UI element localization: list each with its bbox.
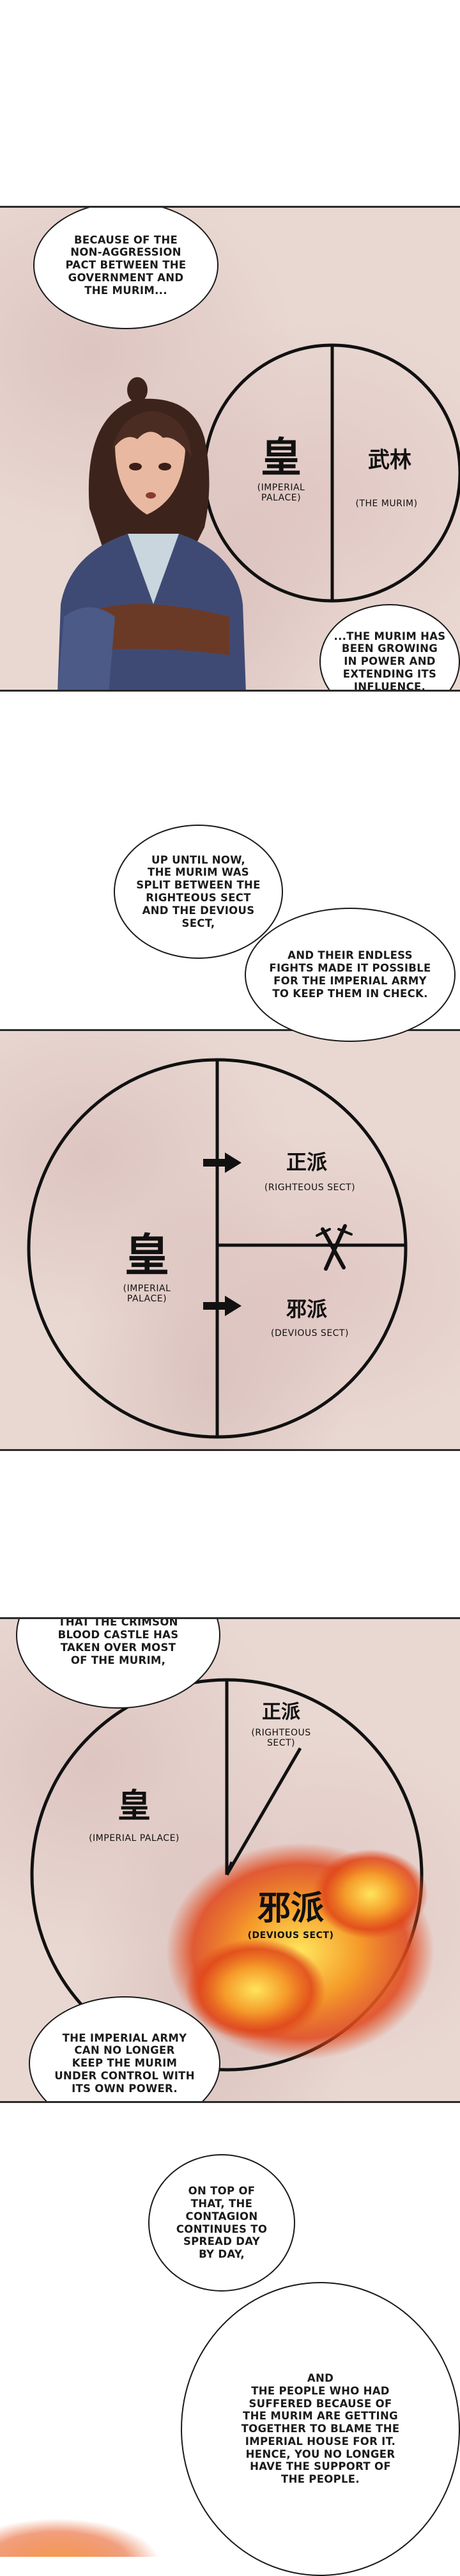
label-righteous-caption: (RIGHTEOUS SECT) <box>251 1728 311 1748</box>
label-imperial-caption: (IMPERIAL PALACE) <box>257 483 305 503</box>
bubble-text: UP UNTIL NOW, THE MURIM WAS SPLIT BETWEE… <box>136 853 261 929</box>
label-devious-char: 邪派 <box>286 1297 327 1321</box>
bubble-text: BECAUSE OF THE NON-AGGRESSION PACT BETWE… <box>65 233 187 297</box>
panel-murim-balance: BECAUSE OF THE NON-AGGRESSION PACT BETWE… <box>0 206 460 692</box>
bubble-text: ...THE MURIM HAS BEEN GROWING IN POWER A… <box>334 630 446 692</box>
label-murim-caption: (THE MURIM) <box>355 499 418 509</box>
speech-bubble-split: UP UNTIL NOW, THE MURIM WAS SPLIT BETWEE… <box>114 825 283 959</box>
label-devious-caption: (DEVIOUS SECT) <box>271 1328 349 1338</box>
pie-diagram-three-sections <box>27 1058 408 1439</box>
speech-bubble-fights: AND THEIR ENDLESS FIGHTS MADE IT POSSIBL… <box>245 908 456 1042</box>
label-righteous-caption: (RIGHTEOUS SECT) <box>264 1183 356 1193</box>
label-imperial-char: 皇 <box>117 1787 151 1826</box>
panel-crimson-takeover: BUT NOW THAT THE CRIMSON BLOOD CASTLE HA… <box>0 1617 460 2103</box>
label-imperial-char: 皇 <box>125 1229 169 1282</box>
panel-three-factions: 皇 (IMPERIAL PALACE) 正派 (RIGHTEOUS SECT) … <box>0 1029 460 1451</box>
bubble-text: AND THE PEOPLE WHO HAD SUFFERED BECAUSE … <box>241 2371 400 2486</box>
bubble-text: BUT NOW THAT THE CRIMSON BLOOD CASTLE HA… <box>57 1617 179 1666</box>
label-righteous-char: 正派 <box>262 1701 300 1723</box>
label-devious-caption: (DEVIOUS SECT) <box>247 1930 334 1941</box>
speech-bubble-pact: BECAUSE OF THE NON-AGGRESSION PACT BETWE… <box>33 208 218 329</box>
label-devious-char: 邪派 <box>257 1889 324 1928</box>
pie-diagram-takeover <box>30 1678 434 2072</box>
bubble-text: ON TOP OF THAT, THE CONTAGION CONTINUES … <box>176 2185 268 2261</box>
label-imperial-caption: (IMPERIAL PALACE) <box>123 1284 171 1304</box>
label-imperial-caption: (IMPERIAL PALACE) <box>89 1833 180 1843</box>
crossed-swords-icon <box>316 1224 353 1271</box>
bubble-text: AND THEIR ENDLESS FIGHTS MADE IT POSSIBL… <box>269 949 431 1000</box>
character-illustration <box>57 377 246 690</box>
label-murim-char: 武林 <box>368 447 411 473</box>
bubble-text: THE IMPERIAL ARMY CAN NO LONGER KEEP THE… <box>54 2031 195 2095</box>
arrow-right-icon <box>203 1152 241 1173</box>
label-imperial-char: 皇 <box>261 435 302 482</box>
speech-bubble-no-control: THE IMPERIAL ARMY CAN NO LONGER KEEP THE… <box>29 1996 220 2101</box>
speech-bubble-influence: ...THE MURIM HAS BEEN GROWING IN POWER A… <box>319 604 460 692</box>
arrow-right-icon <box>203 1296 241 1316</box>
speech-bubble-blame: AND THE PEOPLE WHO HAD SUFFERED BECAUSE … <box>181 2282 460 2576</box>
fire-effect <box>166 1843 434 2060</box>
diagram-divider-diagonal <box>225 1747 302 1876</box>
speech-bubble-contagion: ON TOP OF THAT, THE CONTAGION CONTINUES … <box>148 2154 295 2292</box>
label-righteous-char: 正派 <box>286 1150 327 1174</box>
